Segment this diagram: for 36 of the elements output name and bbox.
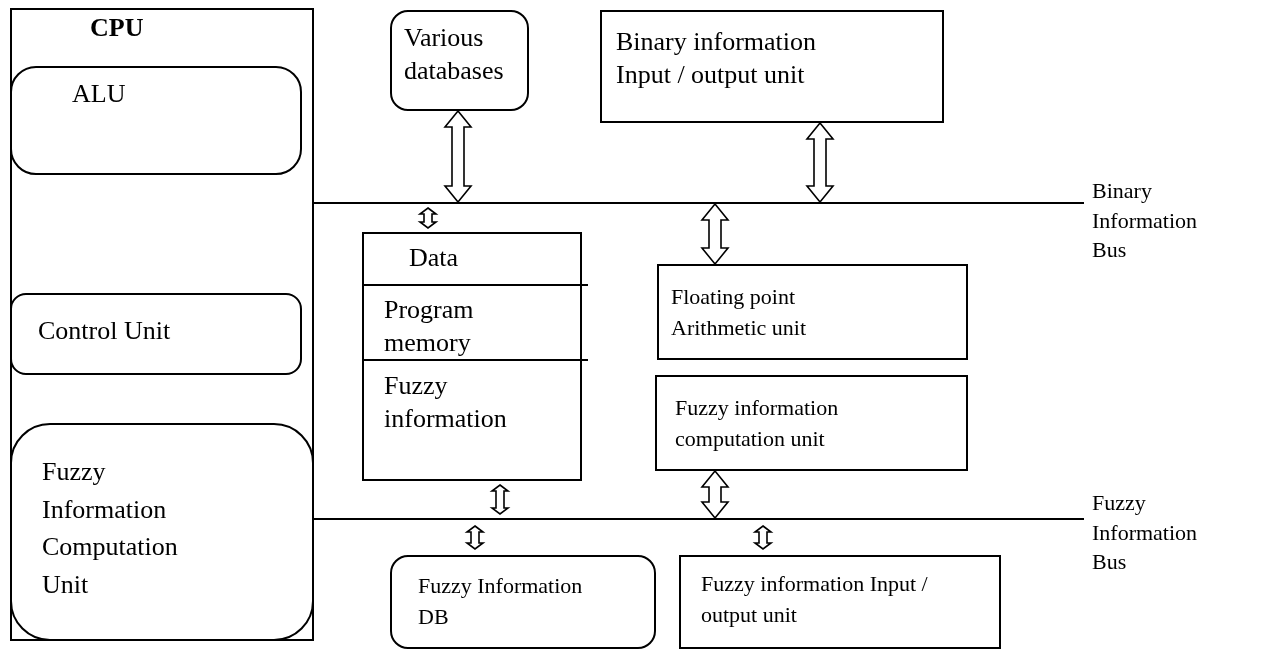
database-box <box>390 10 529 111</box>
double-arrow <box>700 202 730 266</box>
double-arrow <box>417 207 439 229</box>
node-label: Binary information Input / output unit <box>616 26 817 91</box>
bus-line <box>314 202 1084 204</box>
node-label: ALU <box>72 78 127 110</box>
alu-box <box>10 66 302 175</box>
node-label: Floating point Arithmetic unit <box>671 283 808 342</box>
fuzzy-io-unit-box <box>679 555 1001 649</box>
node-label: Fuzzy Information Computation Unit <box>42 456 179 602</box>
node-label: Control Unit <box>38 315 172 347</box>
double-arrow <box>464 525 486 550</box>
node-label: Fuzzy information <box>384 370 508 435</box>
cpu-box <box>10 8 314 641</box>
fuzzy-computation-unit-box <box>10 423 314 641</box>
node-label: Various databases <box>404 22 505 87</box>
double-arrow <box>805 121 835 204</box>
double-arrow <box>752 525 774 550</box>
floating-point-unit-box <box>657 264 968 360</box>
bus-line <box>314 518 1084 520</box>
double-arrow <box>489 484 511 515</box>
node-label: Fuzzy Information DB <box>418 572 584 631</box>
io-unit-box <box>600 10 944 123</box>
double-arrow <box>700 469 730 520</box>
bus-label: Fuzzy Information Bus <box>1092 489 1199 577</box>
node-label: Data <box>409 242 460 274</box>
fuzzy-db-box <box>390 555 656 649</box>
bus-label: Binary Information Bus <box>1092 177 1199 265</box>
control-unit-box <box>10 293 302 375</box>
node-label: Program memory <box>384 294 475 359</box>
fuzzy-computation-box <box>655 375 968 471</box>
memory-box <box>362 232 582 481</box>
node-label: Fuzzy information computation unit <box>675 394 840 453</box>
node-label: CPU <box>90 12 145 44</box>
double-arrow <box>443 109 473 204</box>
node-label: Fuzzy information Input / output unit <box>701 570 929 629</box>
